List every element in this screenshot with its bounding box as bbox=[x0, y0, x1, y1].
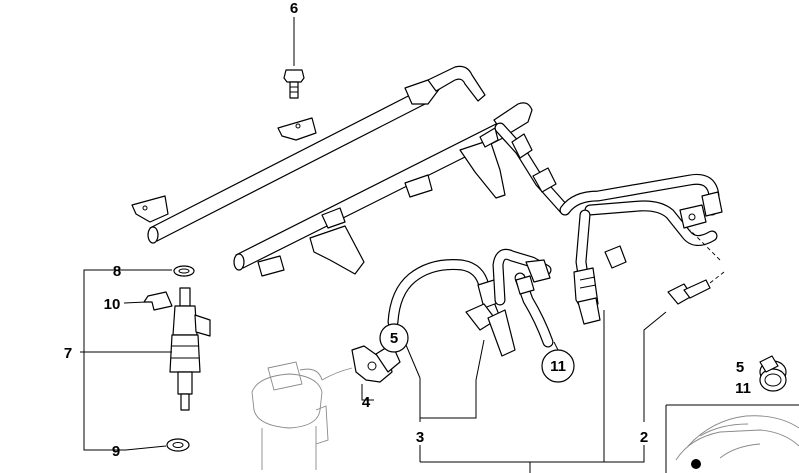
callout-3: 3 bbox=[416, 429, 424, 446]
svg-text:5: 5 bbox=[390, 330, 398, 347]
callout-10: 10 bbox=[104, 296, 121, 313]
bolt-fitting[interactable] bbox=[667, 229, 725, 305]
callout-9: 9 bbox=[112, 443, 120, 460]
inset-label-5: 5 bbox=[736, 359, 744, 376]
fuel-line-part-3[interactable] bbox=[387, 248, 554, 357]
fuel-rail-upper[interactable] bbox=[131, 65, 486, 244]
o-ring-part-9[interactable] bbox=[166, 438, 190, 452]
callout-8: 8 bbox=[113, 263, 121, 280]
svg-text:11: 11 bbox=[550, 358, 566, 375]
callout-7: 7 bbox=[64, 345, 72, 362]
callout-6: 6 bbox=[290, 0, 298, 17]
circled-callout-5: 5 bbox=[379, 323, 409, 353]
hose-clamp-part[interactable] bbox=[759, 355, 787, 392]
fuel-rail-lower[interactable] bbox=[233, 102, 533, 277]
callout-4: 4 bbox=[362, 394, 371, 411]
clip-part-10[interactable] bbox=[143, 291, 173, 311]
circled-callout-11: 11 bbox=[541, 349, 575, 383]
fuel-injector-part-7[interactable] bbox=[169, 267, 211, 411]
bolt-part-6[interactable] bbox=[283, 17, 305, 99]
callout-2: 2 bbox=[640, 429, 648, 446]
vehicle-location-inset bbox=[665, 404, 799, 473]
fuel-pressure-regulator-background bbox=[251, 361, 353, 470]
o-ring-part-8[interactable] bbox=[173, 265, 195, 277]
inset-label-11: 11 bbox=[735, 380, 751, 397]
leader-lines bbox=[80, 269, 667, 473]
fuel-feed-line-part-2[interactable] bbox=[494, 122, 723, 325]
